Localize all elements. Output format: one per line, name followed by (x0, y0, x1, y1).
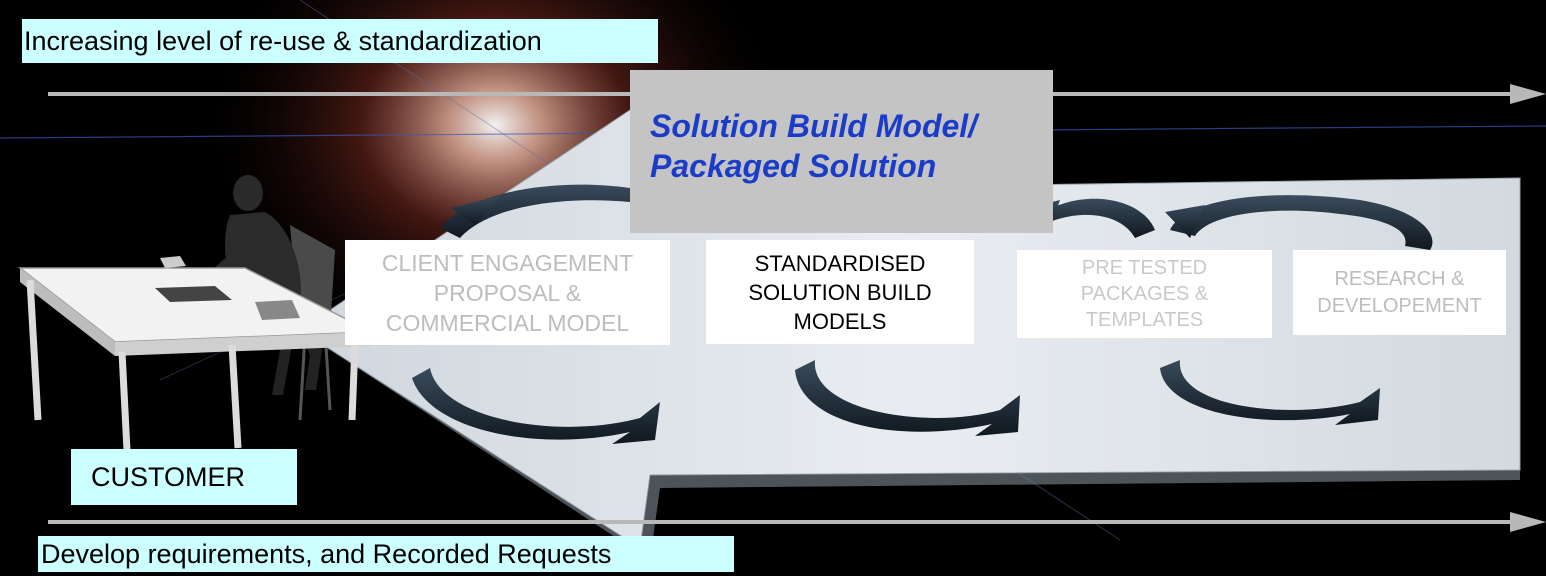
diagram-title: Solution Build Model/ Packaged Solution (650, 108, 978, 184)
cycle-arrow-icon (1160, 360, 1380, 425)
customer-label: CUSTOMER (71, 449, 297, 505)
cycle-arrow-icon (412, 368, 660, 444)
cycle-arrow-icon (795, 360, 1020, 436)
cycle-arrow-icon (1165, 195, 1433, 250)
stage-box-standardised-models: STANDARDISED SOLUTION BUILD MODELS (706, 240, 974, 344)
bottom-caption: Develop requirements, and Recorded Reque… (38, 536, 734, 572)
stage-box-pre-tested-packages: PRE TESTED PACKAGES & TEMPLATES (1017, 250, 1272, 338)
title-box: Solution Build Model/ Packaged Solution (630, 70, 1053, 233)
top-caption: Increasing level of re-use & standardiza… (22, 19, 658, 63)
horizontal-arrow-icon (48, 512, 1546, 532)
stage-box-client-engagement: CLIENT ENGAGEMENT PROPOSAL & COMMERCIAL … (345, 240, 670, 345)
person-at-desk-illustration (17, 175, 375, 471)
stage-box-research-development: RESEARCH & DEVELOPEMENT (1293, 250, 1506, 335)
cycle-arrow-icon (440, 184, 630, 238)
